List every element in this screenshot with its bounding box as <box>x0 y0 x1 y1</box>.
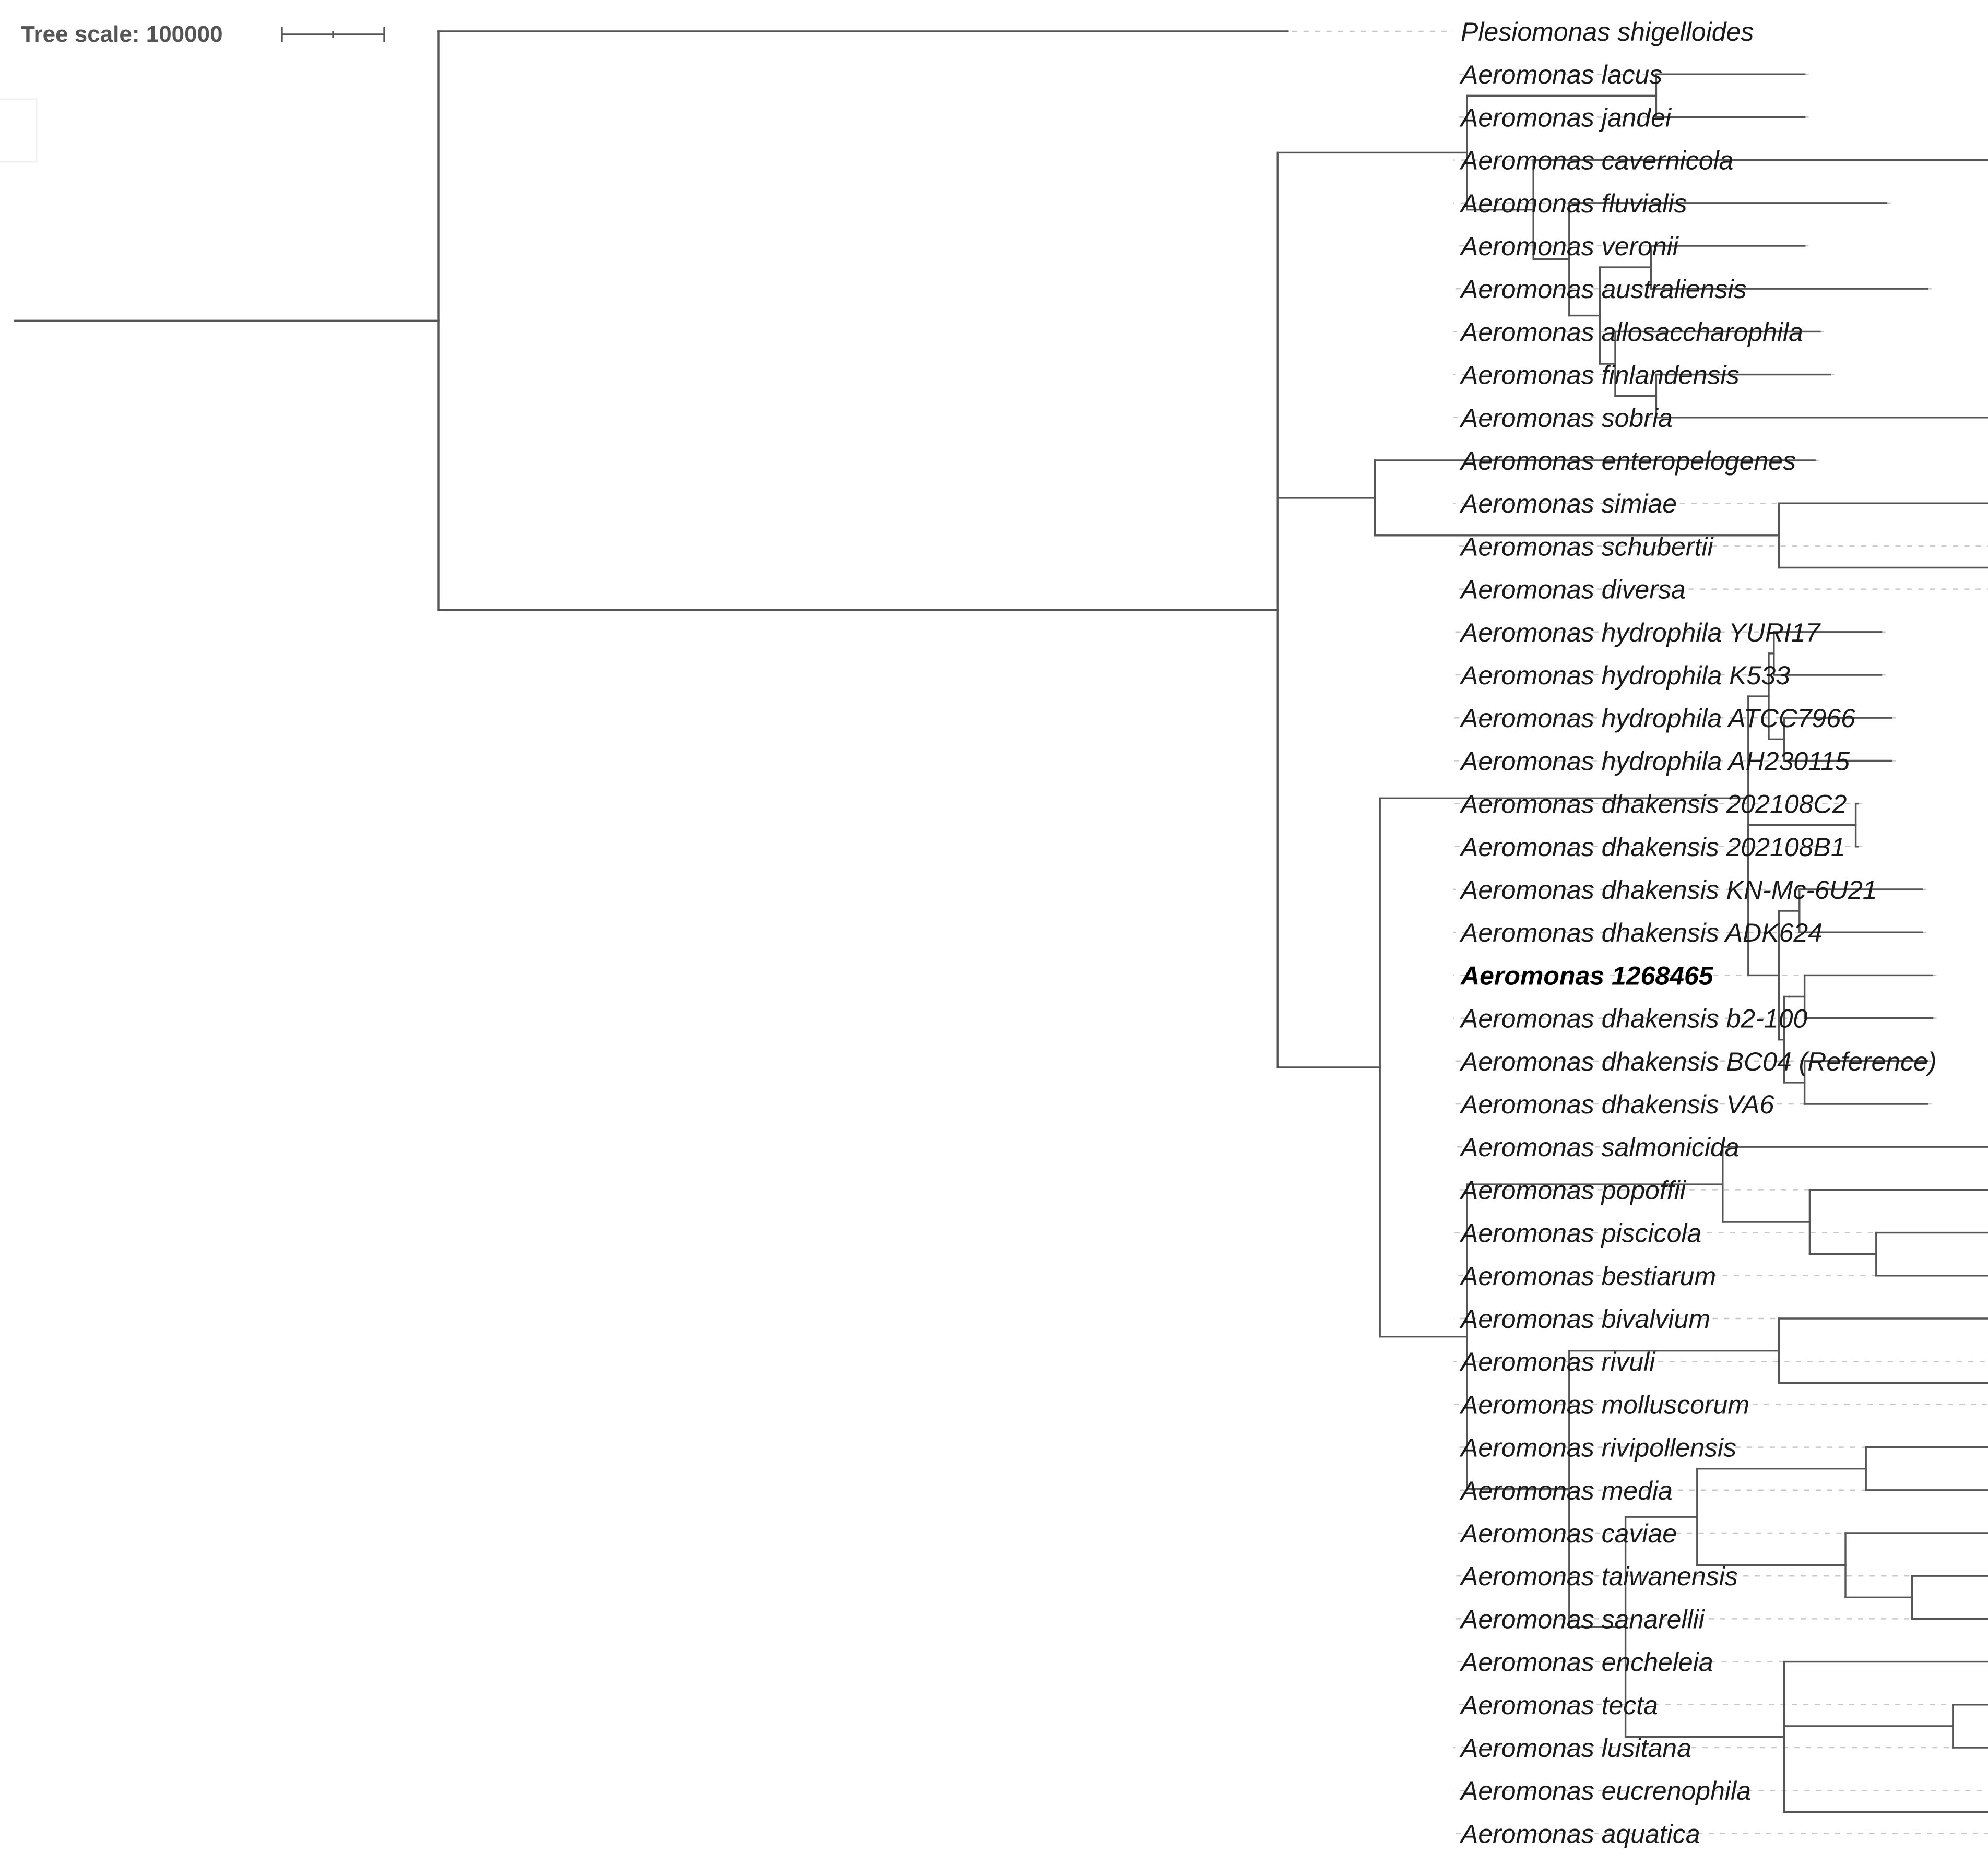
leaf-label: Aeromonas taiwanensis <box>1459 1562 1738 1591</box>
leaf-label: Aeromonas hydrophila AH230115 <box>1459 746 1850 776</box>
leaf-label: Aeromonas allosaccharophila <box>1459 317 1803 347</box>
faded-panel-edge <box>0 98 38 163</box>
tree-scale-legend: Tree scale: 100000 <box>21 21 385 47</box>
leaf-label: Aeromonas rivipollensis <box>1459 1433 1736 1463</box>
leaf-label: Aeromonas rivuli <box>1459 1347 1656 1376</box>
leaf-label: Aeromonas eucrenophila <box>1459 1776 1751 1805</box>
leaf-label: Aeromonas cavernicola <box>1459 146 1734 175</box>
leaf-label: Aeromonas veronii <box>1459 232 1679 261</box>
leaf-label: Aeromonas dhakensis BC04 (Reference) <box>1459 1047 1937 1076</box>
leaf-label: Aeromonas dhakensis 202108C2 <box>1459 790 1847 819</box>
leaf-label: Aeromonas sobria <box>1459 403 1673 433</box>
leaf-label: Aeromonas tecta <box>1459 1691 1658 1720</box>
leaf-label-highlighted: Aeromonas 1268465 <box>1460 961 1714 990</box>
leaf-label: Aeromonas sanarellii <box>1459 1605 1706 1634</box>
leaf-label: Aeromonas diversa <box>1459 575 1686 604</box>
leaf-label: Aeromonas dhakensis VA6 <box>1459 1090 1774 1119</box>
leaf-label: Aeromonas hydrophila YURI17 <box>1459 618 1821 647</box>
leaf-label: Aeromonas dhakensis 202108B1 <box>1459 833 1845 862</box>
leaf-label: Aeromonas fluvialis <box>1459 189 1687 218</box>
leaf-label: Aeromonas caviae <box>1459 1519 1677 1548</box>
leaf-label: Aeromonas dhakensis b2-100 <box>1459 1004 1807 1034</box>
leaf-label: Aeromonas media <box>1459 1476 1673 1505</box>
leaf-label: Aeromonas enteropelogenes <box>1459 446 1796 476</box>
leaf-label: Aeromonas simiae <box>1459 489 1677 518</box>
leaf-label: Aeromonas schubertii <box>1459 532 1714 561</box>
leaf-label: Aeromonas salmonicida <box>1459 1133 1740 1162</box>
tree-branches <box>14 30 1988 1813</box>
leaf-label: Aeromonas bestiarum <box>1459 1262 1716 1291</box>
leaf-label: Aeromonas finlandensis <box>1459 361 1740 390</box>
leaf-label: Aeromonas hydrophila ATCC7966 <box>1459 704 1855 733</box>
leaf-label: Aeromonas lusitana <box>1459 1733 1691 1763</box>
leaf-label: Aeromonas australiensis <box>1459 275 1747 304</box>
leaf-label: Aeromonas bivalvium <box>1459 1304 1710 1334</box>
leaf-label: Aeromonas aquatica <box>1459 1819 1700 1848</box>
leaf-label: Aeromonas lacus <box>1459 60 1662 89</box>
leaf-label: Plesiomonas shigelloides <box>1461 17 1754 46</box>
leaf-label: Aeromonas dhakensis ADK624 <box>1459 918 1823 947</box>
leaf-label: Aeromonas jandei <box>1459 103 1672 132</box>
leaf-label: Aeromonas dhakensis KN-Mc-6U21 <box>1459 875 1877 905</box>
leaf-label: Aeromonas popoffii <box>1459 1175 1687 1205</box>
leaf-label: Aeromonas molluscorum <box>1459 1390 1749 1419</box>
leaf-label: Aeromonas hydrophila K533 <box>1459 661 1790 690</box>
tree-scale-label: Tree scale: 100000 <box>21 21 223 47</box>
leaf-label: Aeromonas piscicola <box>1459 1219 1701 1248</box>
leaf-label: Aeromonas encheleia <box>1459 1648 1713 1677</box>
